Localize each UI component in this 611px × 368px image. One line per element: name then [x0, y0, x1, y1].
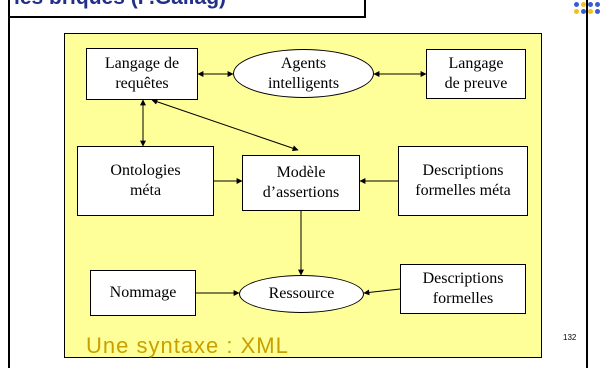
title-divider — [364, 0, 366, 18]
node-ressource: Ressource — [239, 275, 364, 313]
slide-frame-left — [8, 0, 10, 368]
slide-frame-right — [586, 0, 588, 368]
page-number: 132 — [563, 333, 577, 342]
title-underline — [8, 16, 364, 18]
diagram-footer: Une syntaxe : XML — [86, 333, 289, 358]
node-nommage: Nommage — [90, 270, 196, 316]
slide-title: les briques (P.Gallag) — [14, 0, 374, 10]
decorative-dots-icon — [572, 0, 608, 18]
